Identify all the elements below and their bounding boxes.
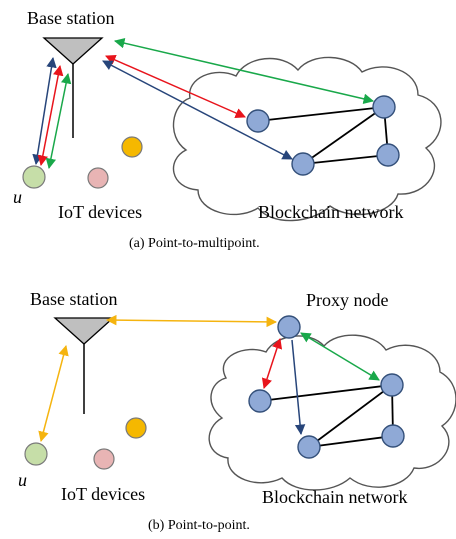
base-station-label-b: Base station bbox=[30, 289, 118, 309]
iot-devices-label-a: IoT devices bbox=[58, 202, 142, 222]
blockchain-node-b1 bbox=[248, 389, 272, 413]
proxy-node bbox=[277, 315, 301, 339]
caption-a: (a) Point-to-multipoint. bbox=[129, 236, 260, 251]
blockchain-cloud-b bbox=[208, 334, 456, 491]
iot-devices-label-b: IoT devices bbox=[61, 484, 145, 504]
user-label-a: u bbox=[13, 187, 22, 207]
blockchain-node-a3 bbox=[291, 152, 315, 176]
connection-arrows-a bbox=[32, 38, 375, 170]
user-label-b: u bbox=[18, 470, 27, 490]
iot-device-orange-a bbox=[121, 136, 143, 158]
blockchain-cloud-a bbox=[172, 56, 442, 222]
user-device-b bbox=[24, 442, 48, 466]
connection-arrows-b bbox=[38, 314, 380, 443]
blockchain-node-a4 bbox=[376, 143, 400, 167]
base-station-label-a: Base station bbox=[27, 8, 115, 28]
blockchain-node-b4 bbox=[381, 424, 405, 448]
base-station-antenna-icon-a bbox=[42, 37, 104, 138]
blockchain-node-b2 bbox=[380, 373, 404, 397]
blockchain-network-label-a: Blockchain network bbox=[258, 202, 403, 222]
diagram-b-point-to-point: Base station Proxy node u IoT bbox=[18, 289, 456, 533]
blockchain-node-a2 bbox=[372, 95, 396, 119]
blockchain-node-b3 bbox=[297, 435, 321, 459]
iot-device-pink-b bbox=[93, 448, 115, 470]
iot-device-orange-b bbox=[125, 417, 147, 439]
proxy-node-label: Proxy node bbox=[306, 290, 389, 310]
user-device-a bbox=[22, 165, 46, 189]
blockchain-node-a1 bbox=[246, 109, 270, 133]
iot-device-pink-a bbox=[87, 167, 109, 189]
blockchain-network-label-b: Blockchain network bbox=[262, 487, 407, 507]
base-station-antenna-icon-b bbox=[53, 317, 115, 414]
diagram-a-point-to-multipoint: Base station u IoT devices bbox=[13, 8, 442, 251]
caption-b: (b) Point-to-point. bbox=[148, 518, 250, 533]
